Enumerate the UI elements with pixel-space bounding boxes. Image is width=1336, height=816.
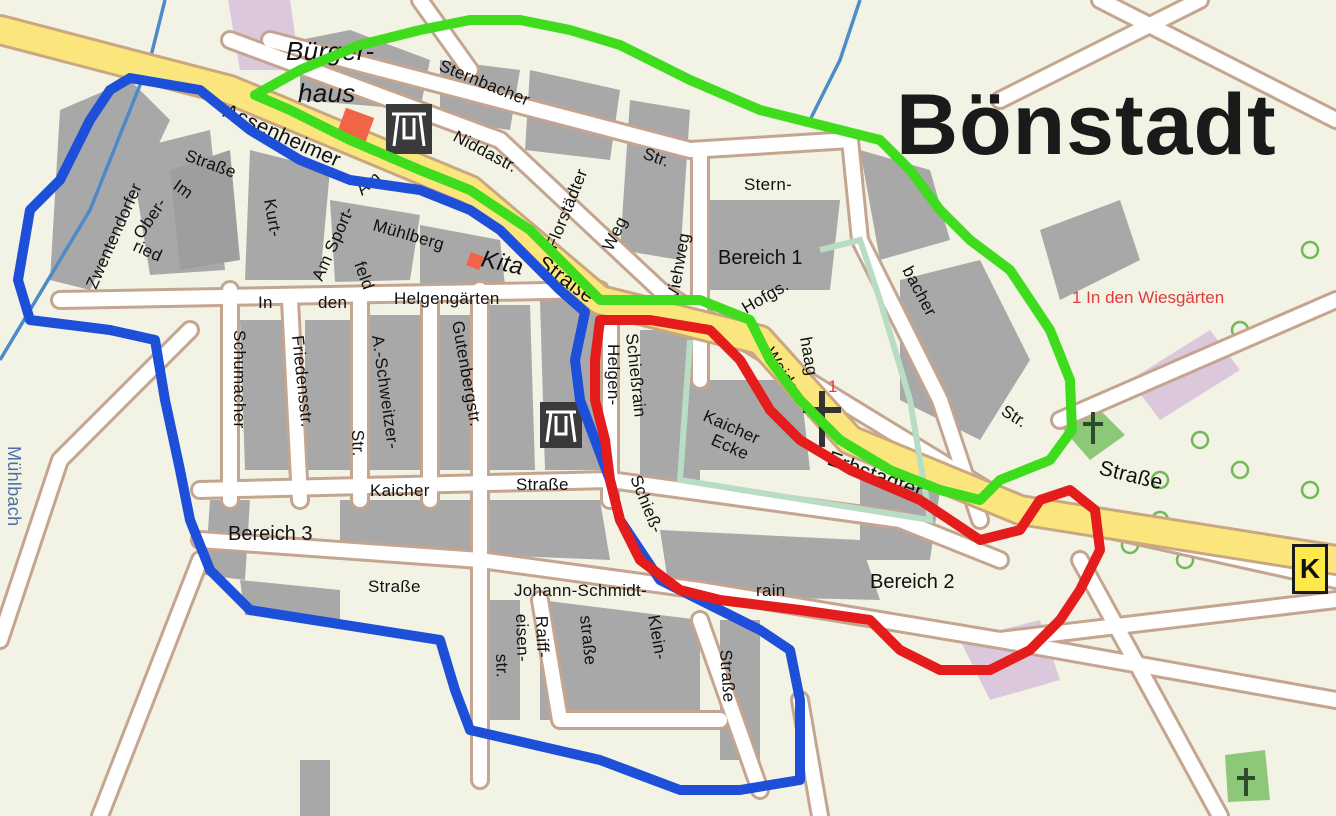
cemetery-cross-icon [1237, 768, 1255, 796]
area-2-outline [590, 315, 1105, 675]
area-3-outline [13, 73, 805, 795]
street-label: rain [756, 581, 786, 600]
street-label: Straße [368, 577, 421, 596]
street-label: eisen- [512, 613, 533, 662]
stream-lines [0, 0, 862, 361]
area-2-label: Bereich 2 [870, 571, 955, 593]
street-label: Straße [516, 475, 569, 494]
area-3-label: Bereich 3 [228, 523, 313, 545]
street-label: Helgengärten [394, 289, 500, 308]
street-label: In [258, 293, 273, 312]
town-title: Bönstadt [896, 77, 1277, 173]
kita-marker-icon [466, 252, 484, 270]
street-label: Stern- [744, 175, 792, 194]
street-label: Raiff- [532, 615, 552, 658]
area-1-label: Bereich 1 [718, 247, 803, 269]
street-label: Johann-Schmidt- [514, 581, 647, 600]
street-label: Straße [716, 649, 739, 703]
street-label: Schumacher [230, 330, 249, 428]
street-label: Kaicher [370, 481, 430, 500]
street-label: Helgen- [604, 344, 623, 406]
playground-icon [540, 402, 582, 448]
playground-icon [386, 104, 432, 154]
old-town-ring [676, 236, 934, 524]
stream-label: Mühlbach [4, 446, 24, 526]
legend-note: 1 In den Wiesgärten [1072, 288, 1225, 307]
street-label: den [318, 293, 347, 312]
street-label: Str. [348, 429, 368, 456]
marker-number: 1 [828, 377, 838, 396]
street-label: str. [492, 653, 512, 678]
poi-buergerhaus-label: haus [298, 78, 356, 108]
road-badge: K [1292, 544, 1328, 594]
cemetery-cross-icon [1083, 412, 1103, 444]
area-1-outline [250, 15, 1077, 505]
